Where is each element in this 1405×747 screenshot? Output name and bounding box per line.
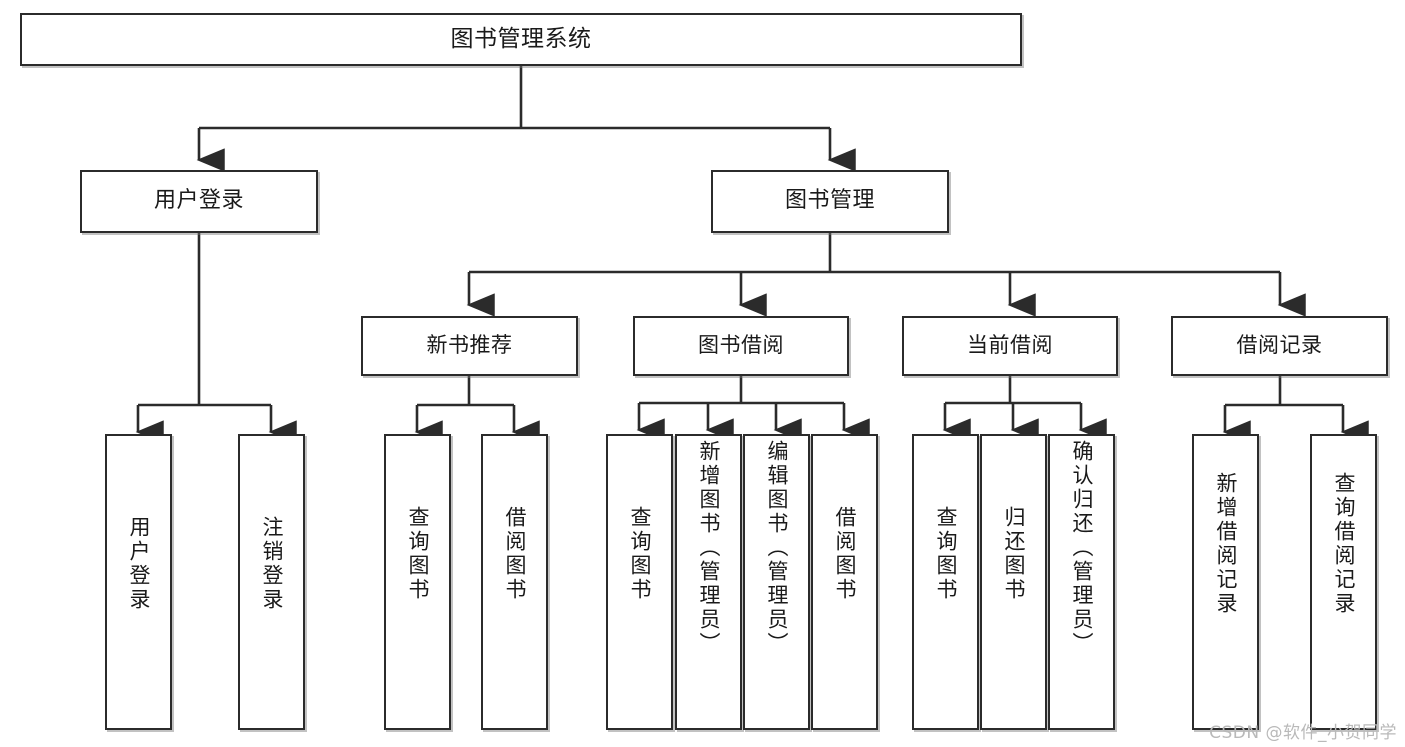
node-label: 借阅记录 (1236, 333, 1323, 358)
node-label: 图书借阅 (698, 333, 784, 358)
node-leaf-confirm-return-admin[interactable]: 确认归还（管理员） (1048, 434, 1115, 730)
node-book-management[interactable]: 图书管理 (711, 170, 949, 233)
node-label: 图书管理系统 (450, 25, 592, 52)
node-label: 当前借阅 (967, 333, 1053, 358)
node-label: 借阅图书 (503, 506, 527, 602)
node-user-login[interactable]: 用户登录 (80, 170, 318, 233)
node-leaf-return-book[interactable]: 归还图书 (980, 434, 1047, 730)
node-label: 用户登录 (127, 516, 151, 612)
node-label: 查询图书 (406, 506, 430, 602)
node-label: 图书管理 (784, 188, 875, 214)
node-label: 查询图书 (628, 506, 652, 602)
node-label: 确认归还（管理员） (1070, 440, 1094, 656)
node-current-borrow[interactable]: 当前借阅 (902, 316, 1118, 376)
node-leaf-add-book-admin[interactable]: 新增图书（管理员） (675, 434, 742, 730)
node-leaf-query-borrow-record[interactable]: 查询借阅记录 (1310, 434, 1377, 730)
node-leaf-edit-book-admin[interactable]: 编辑图书（管理员） (743, 434, 810, 730)
node-label: 归还图书 (1002, 506, 1026, 602)
node-leaf-borrow-book-recommend[interactable]: 借阅图书 (481, 434, 548, 730)
node-label: 借阅图书 (833, 506, 857, 602)
node-label: 新增图书（管理员） (697, 440, 721, 656)
node-leaf-user-login[interactable]: 用户登录 (105, 434, 172, 730)
node-root-system[interactable]: 图书管理系统 (20, 13, 1022, 66)
node-leaf-add-borrow-record[interactable]: 新增借阅记录 (1192, 434, 1259, 730)
node-label: 新增借阅记录 (1214, 472, 1238, 616)
node-label: 注销登录 (260, 516, 284, 612)
watermark-text: CSDN @软件_小贺同学 (1209, 723, 1397, 743)
node-book-borrow[interactable]: 图书借阅 (633, 316, 849, 376)
node-leaf-query-book-borrow[interactable]: 查询图书 (606, 434, 673, 730)
node-borrow-records[interactable]: 借阅记录 (1171, 316, 1388, 376)
node-leaf-query-book-current[interactable]: 查询图书 (912, 434, 979, 730)
node-label: 用户登录 (153, 188, 244, 214)
node-label: 编辑图书（管理员） (765, 440, 789, 656)
node-leaf-logout[interactable]: 注销登录 (238, 434, 305, 730)
node-label: 查询图书 (934, 506, 958, 602)
node-leaf-query-book-recommend[interactable]: 查询图书 (384, 434, 451, 730)
node-label: 查询借阅记录 (1332, 472, 1356, 616)
node-leaf-borrow-book[interactable]: 借阅图书 (811, 434, 878, 730)
node-label: 新书推荐 (426, 333, 513, 358)
node-new-book-recommend[interactable]: 新书推荐 (361, 316, 578, 376)
